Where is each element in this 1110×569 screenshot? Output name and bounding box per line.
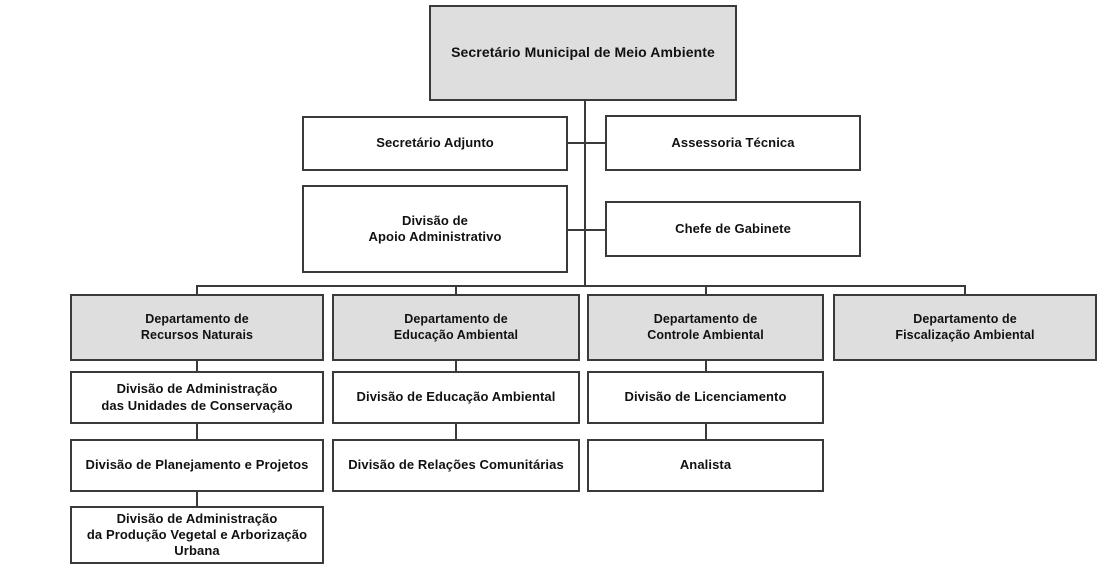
node-divisao-apoio-administrativo[interactable]: Divisão de Apoio Administrativo [302,185,568,273]
node-label: Departamento de Educação Ambiental [393,311,519,342]
node-label: Departamento de Recursos Naturais [140,311,254,342]
node-label: Divisão de Apoio Administrativo [368,212,502,244]
node-label: Divisão de Administração das Unidades de… [101,381,293,413]
node-label: Secretário Municipal de Meio Ambiente [451,44,715,61]
node-divisao-planejamento-projetos[interactable]: Divisão de Planejamento e Projetos [70,439,324,492]
connector-col1-link-1 [196,360,198,371]
node-label: Divisão de Administração da Produção Veg… [86,510,308,559]
node-label: Analista [679,457,732,473]
connector-staff-left-2 [568,229,586,231]
node-departamento-recursos-naturais[interactable]: Departamento de Recursos Naturais [70,294,324,361]
node-divisao-administracao-producao-vegetal[interactable]: Divisão de Administração da Produção Veg… [70,506,324,564]
connector-col1-link-2 [196,424,198,439]
connector-col3-link-1 [705,360,707,371]
node-secretario-municipal[interactable]: Secretário Municipal de Meio Ambiente [429,5,737,101]
node-label: Divisão de Relações Comunitárias [348,457,564,473]
connector-dept-drop-3 [705,285,707,295]
node-label: Divisão de Planejamento e Projetos [85,457,309,473]
node-label: Chefe de Gabinete [675,220,791,236]
connector-dept-drop-4 [964,285,966,295]
node-label: Departamento de Fiscalização Ambiental [895,311,1035,342]
node-departamento-fiscalizacao-ambiental[interactable]: Departamento de Fiscalização Ambiental [833,294,1097,361]
connector-dept-drop-2 [455,285,457,295]
connector-staff-left-1 [568,142,586,144]
connector-dept-drop-1 [196,285,198,295]
connector-staff-right-1 [584,142,606,144]
connector-staff-right-2 [584,229,606,231]
node-label: Secretário Adjunto [376,135,494,151]
connector-col2-link-2 [455,424,457,439]
connector-col3-link-2 [705,424,707,439]
node-departamento-controle-ambiental[interactable]: Departamento de Controle Ambiental [587,294,824,361]
node-label: Divisão de Educação Ambiental [356,389,556,405]
connector-root-trunk [584,100,586,286]
node-departamento-educacao-ambiental[interactable]: Departamento de Educação Ambiental [332,294,580,361]
connector-col1-link-3 [196,492,198,506]
node-divisao-administracao-unidades-conservacao[interactable]: Divisão de Administração das Unidades de… [70,371,324,424]
node-label: Assessoria Técnica [671,134,795,150]
node-chefe-de-gabinete[interactable]: Chefe de Gabinete [605,201,861,257]
node-analista[interactable]: Analista [587,439,824,492]
node-label: Divisão de Licenciamento [624,389,787,405]
connector-department-bus [196,285,966,287]
node-divisao-licenciamento[interactable]: Divisão de Licenciamento [587,371,824,424]
node-secretario-adjunto[interactable]: Secretário Adjunto [302,116,568,171]
node-divisao-relacoes-comunitarias[interactable]: Divisão de Relações Comunitárias [332,439,580,492]
node-assessoria-tecnica[interactable]: Assessoria Técnica [605,115,861,171]
node-divisao-educacao-ambiental[interactable]: Divisão de Educação Ambiental [332,371,580,424]
connector-col2-link-1 [455,360,457,371]
node-label: Departamento de Controle Ambiental [647,311,764,342]
